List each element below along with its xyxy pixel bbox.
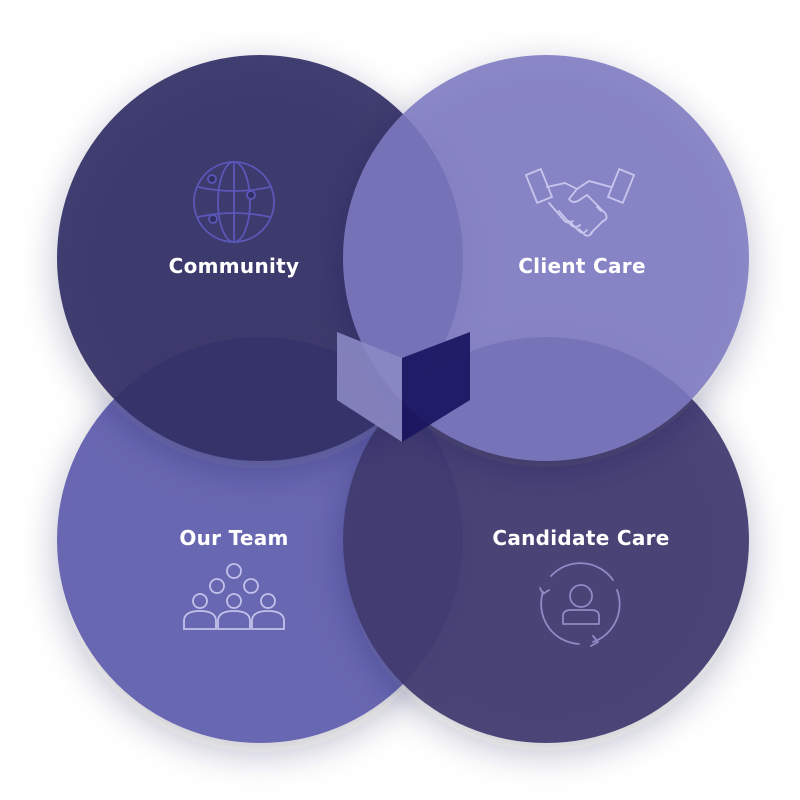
circle-our-team <box>57 337 463 743</box>
label-candidate-care: Candidate Care <box>492 526 670 550</box>
book-logo-icon <box>337 332 470 442</box>
globe-icon <box>193 161 275 243</box>
label-our-team: Our Team <box>179 526 289 550</box>
handshake-icon <box>525 168 635 237</box>
label-community: Community <box>168 254 300 278</box>
team-icon <box>183 563 285 630</box>
label-client-care: Client Care <box>518 254 646 278</box>
candidate-cycle-icon <box>539 562 621 647</box>
circle-candidate-care <box>343 337 749 743</box>
